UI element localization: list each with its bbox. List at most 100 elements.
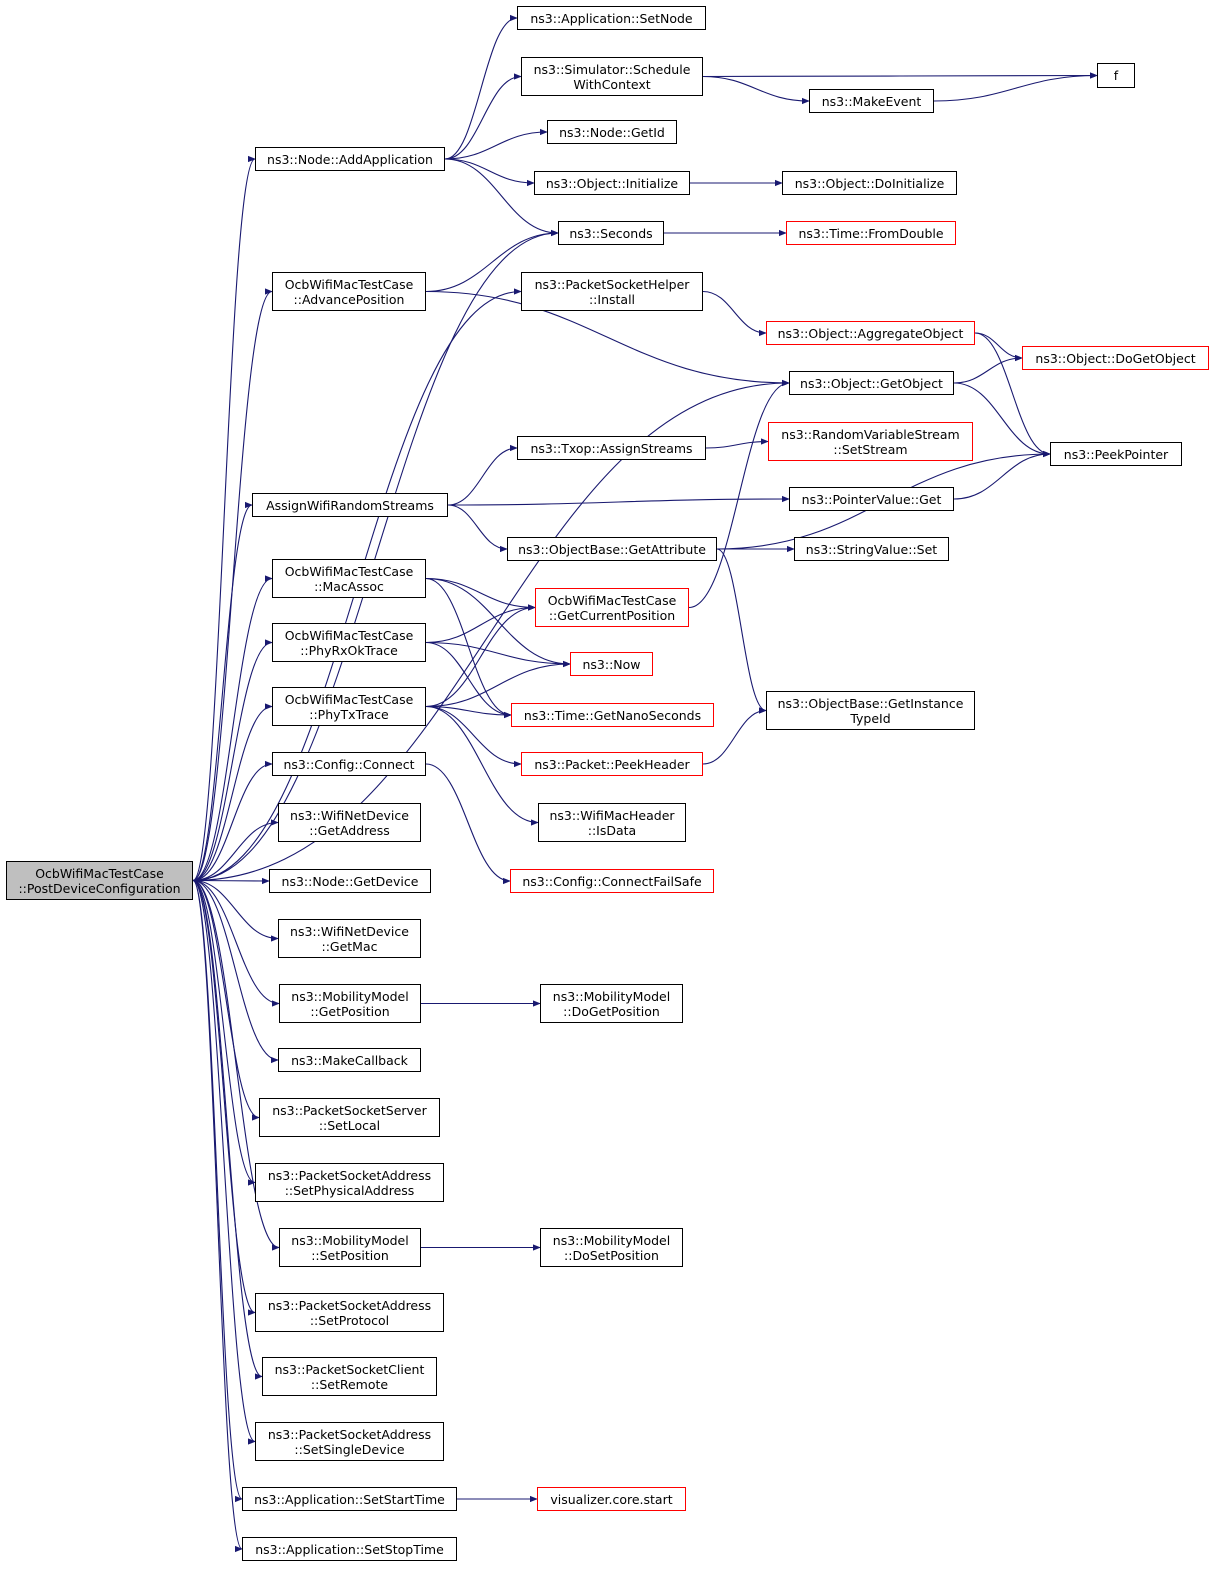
- edge-phytx-to-getcurpos: [425, 604, 536, 708]
- edge-pshinstall-to-aggregate: [702, 290, 767, 337]
- edge-root-to-getobject: [192, 379, 790, 882]
- edge-txopassign-to-rvsset: [705, 438, 769, 449]
- node-rvsset[interactable]: ns3::RandomVariableStream ::SetStream: [768, 422, 973, 461]
- edge-peekheader-to-getinstance: [702, 707, 767, 765]
- node-setstart[interactable]: ns3::Application::SetStartTime: [242, 1487, 457, 1511]
- node-psasetproto[interactable]: ns3::PacketSocketAddress ::SetProtocol: [255, 1293, 444, 1332]
- edge-macassoc-to-getnano: [425, 577, 512, 719]
- node-getid[interactable]: ns3::Node::GetId: [547, 120, 677, 144]
- edge-addapp-to-setnode: [444, 14, 518, 160]
- node-phyrxok[interactable]: OcbWifiMacTestCase ::PhyRxOkTrace: [272, 623, 426, 662]
- node-pssetlocal[interactable]: ns3::PacketSocketServer ::SetLocal: [259, 1098, 440, 1137]
- node-psasetphys[interactable]: ns3::PacketSocketAddress ::SetPhysicalAd…: [255, 1163, 444, 1202]
- edge-addapp-to-initialize: [444, 158, 535, 187]
- node-getobject[interactable]: ns3::Object::GetObject: [789, 371, 954, 395]
- edge-assignwifi-to-txopassign: [447, 444, 518, 506]
- node-peekheader[interactable]: ns3::Packet::PeekHeader: [521, 752, 703, 776]
- node-getcurpos[interactable]: OcbWifiMacTestCase ::GetCurrentPosition: [535, 588, 689, 627]
- edge-root-to-connect: [192, 760, 273, 882]
- edge-assignwifi-to-pointerget: [447, 495, 790, 506]
- edge-getobject-to-dogetobject: [953, 354, 1023, 384]
- edge-getcurpos-to-getobject: [688, 379, 790, 609]
- edge-root-to-mmgetpos: [192, 879, 280, 1007]
- node-schedule[interactable]: ns3::Simulator::Schedule WithContext: [521, 57, 703, 96]
- edge-assignwifi-to-getattr: [447, 504, 508, 553]
- node-doinitialize[interactable]: ns3::Object::DoInitialize: [782, 171, 957, 195]
- edge-root-to-psasetproto: [192, 879, 256, 1316]
- edge-phyrxok-to-now: [425, 641, 571, 668]
- node-pscsetremote[interactable]: ns3::PacketSocketClient ::SetRemote: [262, 1357, 437, 1396]
- node-aggregate[interactable]: ns3::Object::AggregateObject: [766, 321, 975, 345]
- node-peekpointer[interactable]: ns3::PeekPointer: [1050, 442, 1182, 466]
- edge-addapp-to-getid: [444, 128, 548, 160]
- edge-schedule-to-f: [702, 72, 1098, 79]
- node-txopassign[interactable]: ns3::Txop::AssignStreams: [517, 436, 706, 460]
- node-stringset[interactable]: ns3::StringValue::Set: [794, 537, 949, 561]
- node-setstop[interactable]: ns3::Application::SetStopTime: [242, 1537, 457, 1561]
- edge-makeevent-to-f: [933, 72, 1098, 102]
- node-advance[interactable]: OcbWifiMacTestCase ::AdvancePosition: [272, 272, 426, 311]
- node-makecb[interactable]: ns3::MakeCallback: [278, 1048, 421, 1072]
- edge-root-to-makecb: [192, 879, 279, 1064]
- edge-root-to-pscsetremote: [192, 879, 263, 1380]
- edge-getobject-to-peekpointer: [953, 382, 1051, 458]
- edge-advance-to-seconds: [425, 229, 559, 293]
- node-getattr[interactable]: ns3::ObjectBase::GetAttribute: [507, 537, 717, 561]
- edge-root-to-psasetsingle: [192, 879, 256, 1445]
- edge-root-to-macassoc: [192, 575, 273, 882]
- node-macassoc[interactable]: OcbWifiMacTestCase ::MacAssoc: [272, 559, 426, 598]
- edge-root-to-getmac: [192, 879, 279, 942]
- node-getmac[interactable]: ns3::WifiNetDevice ::GetMac: [278, 919, 421, 958]
- node-connect[interactable]: ns3::Config::Connect: [272, 752, 426, 776]
- node-getinstance[interactable]: ns3::ObjectBase::GetInstance TypeId: [766, 691, 975, 730]
- edge-root-to-mmsetpos: [192, 879, 280, 1251]
- edge-phytx-to-peekheader: [425, 705, 522, 768]
- node-setnode[interactable]: ns3::Application::SetNode: [517, 6, 706, 30]
- node-seconds[interactable]: ns3::Seconds: [558, 221, 664, 245]
- edge-root-to-setstop: [192, 879, 243, 1552]
- node-addapp[interactable]: ns3::Node::AddApplication: [255, 147, 445, 171]
- node-makeevent[interactable]: ns3::MakeEvent: [809, 89, 934, 113]
- node-getaddress[interactable]: ns3::WifiNetDevice ::GetAddress: [278, 803, 421, 842]
- node-getdevice[interactable]: ns3::Node::GetDevice: [269, 869, 431, 893]
- edge-phytx-to-getnano: [425, 705, 512, 719]
- edge-connect-to-connectfs: [425, 763, 511, 885]
- edge-phyrxok-to-getcurpos: [425, 604, 536, 644]
- node-initialize[interactable]: ns3::Object::Initialize: [534, 171, 690, 195]
- node-connectfs[interactable]: ns3::Config::ConnectFailSafe: [510, 869, 714, 893]
- edge-root-to-pssetlocal: [192, 879, 260, 1121]
- node-dogetobject[interactable]: ns3::Object::DoGetObject: [1022, 346, 1209, 370]
- node-pshinstall[interactable]: ns3::PacketSocketHelper ::Install: [521, 272, 703, 311]
- edge-addapp-to-seconds: [444, 158, 559, 237]
- edge-root-to-phyrxok: [192, 639, 273, 882]
- edge-getattr-to-getinstance: [716, 548, 767, 714]
- edge-advance-to-getobject: [425, 290, 790, 387]
- node-pointerget[interactable]: ns3::PointerValue::Get: [789, 487, 954, 511]
- edge-aggregate-to-peekpointer: [974, 332, 1051, 458]
- edge-pointerget-to-peekpointer: [953, 450, 1051, 500]
- node-vizstart[interactable]: visualizer.core.start: [537, 1487, 686, 1511]
- edge-phytx-to-isdata: [425, 705, 539, 826]
- node-mmgetpos[interactable]: ns3::MobilityModel ::GetPosition: [279, 984, 421, 1023]
- edge-aggregate-to-dogetobject: [974, 332, 1023, 362]
- edge-root-to-psasetphys: [192, 879, 256, 1186]
- node-fromdouble[interactable]: ns3::Time::FromDouble: [786, 221, 956, 245]
- edge-root-to-phytx: [192, 703, 273, 882]
- node-getnano[interactable]: ns3::Time::GetNanoSeconds: [511, 703, 714, 727]
- node-mmdosetpos[interactable]: ns3::MobilityModel ::DoSetPosition: [540, 1228, 683, 1267]
- node-mmsetpos[interactable]: ns3::MobilityModel ::SetPosition: [279, 1228, 421, 1267]
- node-isdata[interactable]: ns3::WifiMacHeader ::IsData: [538, 803, 686, 842]
- node-now[interactable]: ns3::Now: [570, 652, 653, 676]
- node-assignwifi[interactable]: AssignWifiRandomStreams: [252, 493, 448, 517]
- edge-phytx-to-now: [425, 660, 571, 708]
- edge-addapp-to-schedule: [444, 73, 522, 160]
- edge-root-to-assignwifi: [192, 501, 253, 882]
- edge-phyrxok-to-getnano: [425, 641, 512, 719]
- node-mmdogetpos[interactable]: ns3::MobilityModel ::DoGetPosition: [540, 984, 683, 1023]
- node-phytx[interactable]: OcbWifiMacTestCase ::PhyTxTrace: [272, 687, 426, 726]
- edge-root-to-seconds: [192, 229, 559, 882]
- node-f[interactable]: f: [1097, 63, 1135, 88]
- node-psasetsingle[interactable]: ns3::PacketSocketAddress ::SetSingleDevi…: [255, 1422, 444, 1461]
